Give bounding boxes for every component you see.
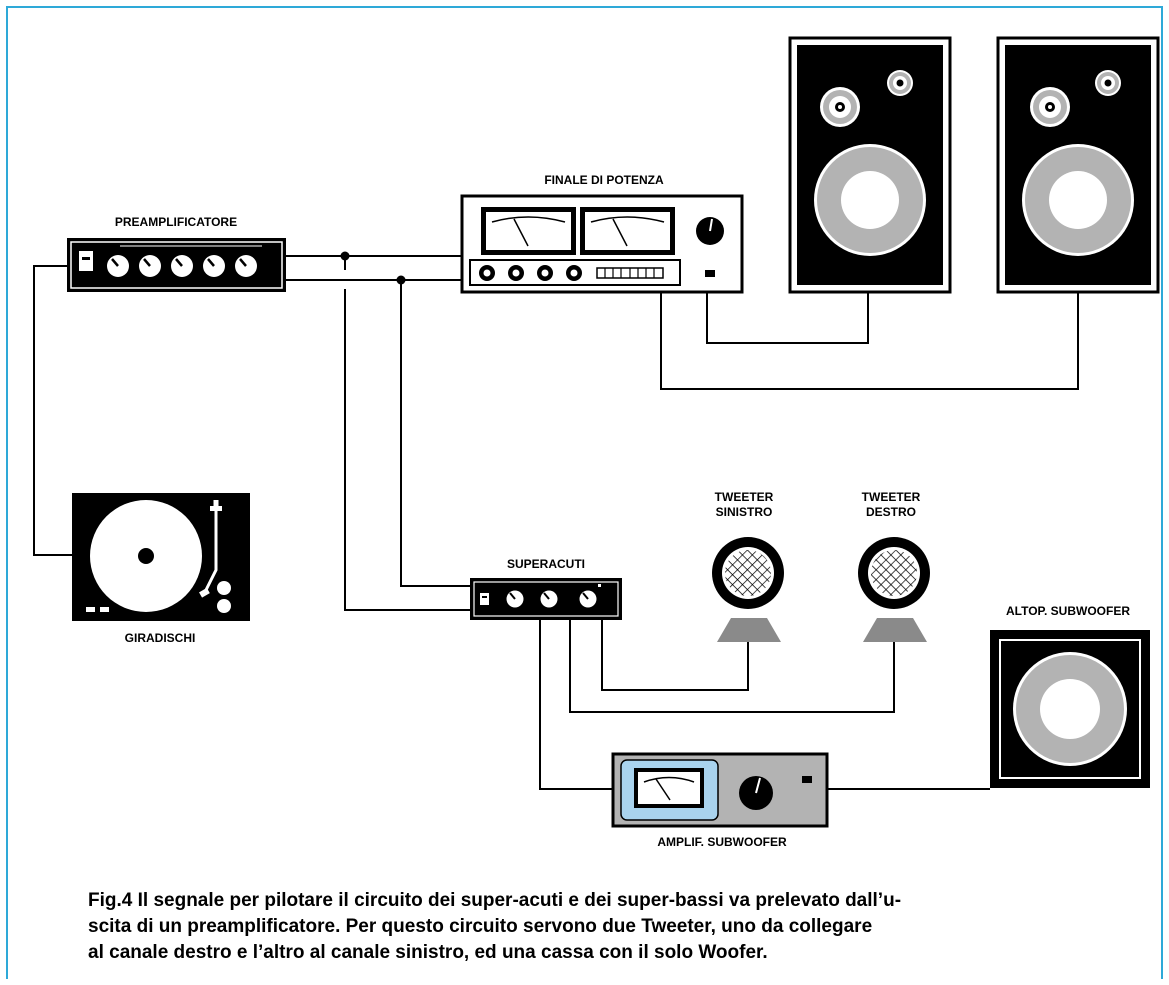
junction-dots — [340, 251, 406, 285]
caption-line-3: al canale destro e l’altro al canale sin… — [88, 942, 768, 963]
label-final: FINALE DI POTENZA — [544, 173, 664, 187]
caption-line-2: scita di un preamplificatore. Per questo… — [88, 916, 873, 937]
subwoofer-speaker — [990, 630, 1150, 788]
speaker-right — [996, 36, 1160, 294]
tweeter-left — [712, 537, 784, 642]
preamp — [67, 238, 286, 292]
label-turntable: GIRADISCHI — [125, 631, 196, 645]
speaker-left — [788, 36, 952, 294]
label-tweeter-left-1: TWEETER — [715, 490, 774, 504]
power-amplifier — [460, 194, 744, 294]
wires — [33, 255, 1079, 790]
label-tweeter-left-2: SINISTRO — [716, 505, 773, 519]
label-superacuti: SUPERACUTI — [507, 557, 585, 571]
turntable — [72, 493, 250, 621]
subwoofer-amplifier — [611, 752, 829, 828]
label-sub-speaker: ALTOP. SUBWOOFER — [1006, 604, 1130, 618]
figure-frame — [6, 6, 1163, 979]
hifi-diagram: PREAMPLIFICATORE FINALE DI — [33, 36, 1160, 849]
figure-caption: Fig.4 Il segnale per pilotare il circuit… — [88, 888, 1088, 966]
caption-line-1: Fig.4 Il segnale per pilotare il circuit… — [88, 890, 902, 911]
label-tweeter-right-1: TWEETER — [862, 490, 921, 504]
label-sub-amp: AMPLIF. SUBWOOFER — [657, 835, 787, 849]
superacuti-unit — [470, 578, 622, 620]
tweeter-right — [858, 537, 930, 642]
label-preamp: PREAMPLIFICATORE — [115, 215, 237, 229]
label-tweeter-right-2: DESTRO — [866, 505, 916, 519]
